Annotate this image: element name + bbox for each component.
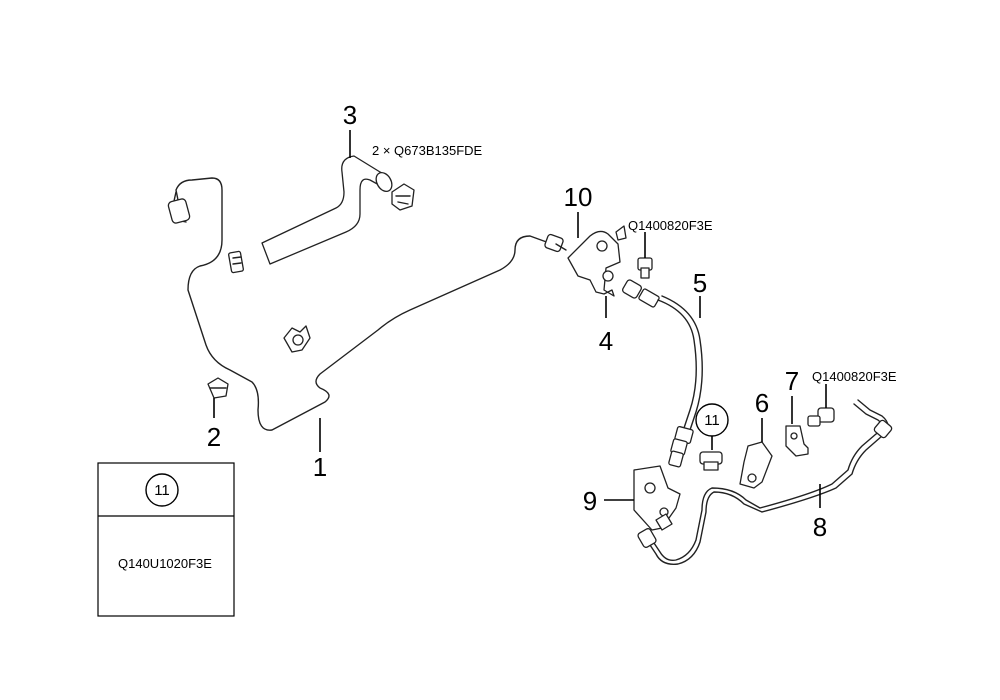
bracket-10	[567, 212, 627, 318]
bracket-bolt	[637, 232, 653, 279]
pipe-clip	[228, 250, 244, 274]
brake-pipe-8	[637, 399, 893, 565]
callout-2: 2	[207, 422, 221, 452]
clip-7	[785, 396, 809, 457]
callout-7: 7	[785, 366, 799, 396]
hose-clamp	[391, 183, 415, 211]
callout-1: 1	[313, 452, 327, 482]
legend-box: 11 Q140U1020F3E	[97, 462, 235, 617]
clip-2	[207, 377, 229, 418]
partno-hose-clip: 2 × Q673B135FDE	[372, 143, 483, 158]
legend-part-number: Q140U1020F3E	[118, 556, 212, 571]
circled-callout-11: 11	[704, 412, 720, 429]
legend-circled-ref: 11	[154, 482, 170, 499]
hose-3	[261, 130, 393, 265]
callout-4: 4	[599, 326, 613, 356]
callout-8: 8	[813, 512, 827, 542]
callout-3: 3	[343, 100, 357, 130]
bolt-11: 11	[695, 403, 729, 471]
partno-bracket-bolt: Q1400820F3E	[628, 218, 713, 233]
brake-pipe-1	[167, 177, 567, 431]
callout-10: 10	[564, 182, 593, 212]
flex-hose-5	[622, 279, 703, 468]
clip-bolt	[807, 384, 835, 427]
pipe-clip-center	[283, 325, 311, 353]
partno-clip-bolt: Q1400820F3E	[812, 369, 897, 384]
callout-9: 9	[583, 486, 597, 516]
callout-5: 5	[693, 268, 707, 298]
bracket-9	[604, 465, 681, 531]
callout-6: 6	[755, 388, 769, 418]
clip-bracket-6	[739, 418, 773, 489]
